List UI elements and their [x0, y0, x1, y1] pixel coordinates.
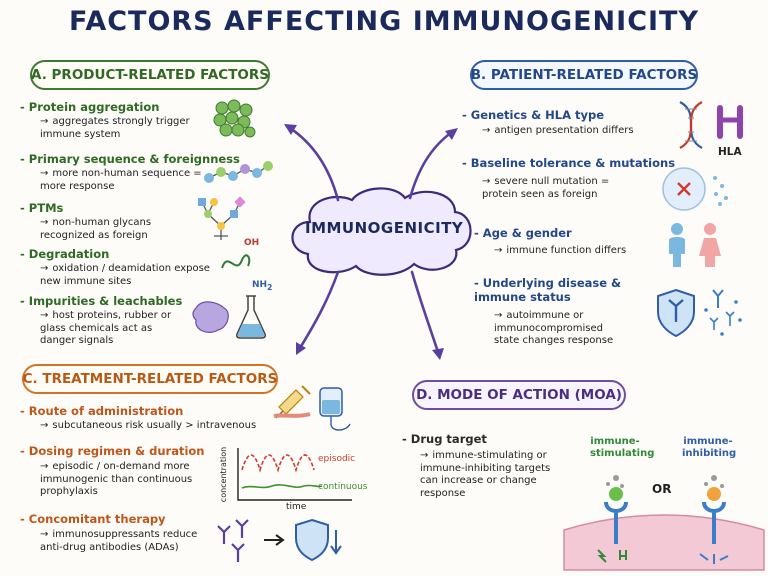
c-item-3-desc: →immunosuppressants reduce anti-drug ant…	[40, 529, 198, 553]
label-immune-stimulating: immune-stimulating	[590, 436, 655, 459]
a-item-5-title: - Impurities & leachables	[20, 294, 183, 308]
nh2-label: NH2	[252, 280, 273, 292]
antibodies-icon	[217, 519, 249, 562]
section-d-header: D. MODE OF ACTION (MOA)	[412, 380, 626, 410]
b-item-2-title: - Baseline tolerance & mutations	[462, 156, 676, 170]
b-item-3-title: - Age & gender	[474, 226, 572, 240]
a-item-1-title: - Protein aggregation	[20, 100, 160, 114]
reduce-arrow-icon	[264, 534, 285, 546]
membrane-receptors-illustration	[563, 475, 765, 571]
chart-ylabel: concentration	[219, 446, 229, 503]
a-item-5-desc: →host proteins, rubber or glass chemical…	[40, 310, 172, 346]
c-item-1-title: - Route of administration	[20, 404, 184, 418]
continuous-series-line	[241, 484, 323, 489]
null-mutation-cell-icon	[662, 167, 728, 211]
section-c-header: C. TREATMENT-RELATED FACTORS	[22, 364, 278, 394]
page-title: FACTORS AFFECTING IMMUNOGENICITY	[68, 6, 700, 37]
syringe-icon	[273, 385, 311, 419]
aggregate-icon	[213, 99, 256, 138]
a-item-3-desc: →non-human glycans recognized as foreign	[40, 217, 152, 241]
b-item-3-desc: →immune function differs	[494, 245, 627, 256]
episodic-series-line	[241, 454, 315, 473]
shield-antibody-icon	[657, 288, 742, 338]
b-item-2-desc: →severe null mutation = protein seen as …	[482, 176, 610, 200]
d-item-1-title: - Drug target	[402, 432, 487, 446]
a-item-2-title: - Primary sequence & foreignness	[20, 152, 240, 166]
sequence-chain-icon	[204, 161, 273, 183]
chart-xlabel: time	[286, 502, 307, 512]
a-item-4-desc: →oxidation / deamidation expose new immu…	[40, 263, 210, 287]
chart-series1-label: episodic	[318, 454, 356, 464]
shield-reduce-icon	[295, 518, 342, 562]
male-figure-icon	[669, 223, 685, 267]
flask-icon	[236, 295, 266, 339]
b-item-1-title: - Genetics & HLA type	[462, 108, 605, 122]
section-a-header: A. PRODUCT-RELATED FACTORS	[30, 60, 270, 90]
degradation-icon	[221, 254, 251, 269]
dna-icon	[679, 101, 703, 149]
oh-label: OH	[244, 238, 260, 248]
section-b-header: B. PATIENT-RELATED FACTORS	[470, 60, 698, 90]
b-item-1-desc: →antigen presentation differs	[482, 125, 634, 136]
c-item-2-desc: →episodic / on-demand more immunogenic t…	[40, 461, 193, 497]
label-immune-inhibiting: immune-inhibiting	[682, 436, 737, 459]
impurity-blob-icon	[192, 301, 229, 333]
glycan-icon	[198, 196, 246, 240]
d-item-1-desc: →immune-stimulating or immune-inhibiting…	[420, 450, 551, 499]
dosing-chart	[237, 448, 352, 501]
b-item-4-title: - Underlying disease & immune status	[474, 276, 622, 304]
a-item-3-title: - PTMs	[20, 201, 64, 215]
chart-series2-label: continuous	[318, 482, 368, 492]
hla-molecule-icon	[717, 105, 743, 139]
a-item-4-title: - Degradation	[20, 247, 110, 261]
center-label: IMMUNOGENICITY	[305, 219, 464, 237]
hla-label: HLA	[718, 146, 742, 158]
female-figure-icon	[699, 223, 721, 267]
or-label: OR	[652, 482, 672, 496]
c-item-2-title: - Dosing regimen & duration	[20, 444, 205, 458]
b-item-4-desc: →autoimmune or immunocompromised state c…	[494, 310, 614, 346]
iv-bag-icon	[319, 387, 351, 431]
a-item-1-desc: →aggregates strongly trigger immune syst…	[40, 116, 190, 140]
c-item-3-title: - Concomitant therapy	[20, 512, 166, 526]
c-item-1-desc: →subcutaneous risk usually > intravenous	[40, 420, 257, 431]
a-item-2-desc: →more non-human sequence = more response	[40, 168, 202, 192]
